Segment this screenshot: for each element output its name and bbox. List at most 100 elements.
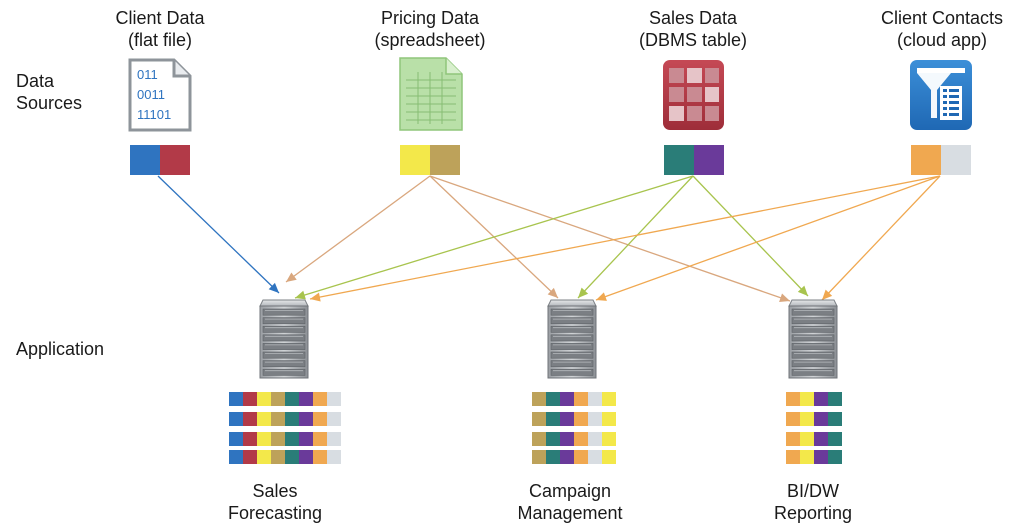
stack-cell bbox=[546, 412, 560, 426]
cloud-app-icon bbox=[910, 60, 972, 130]
source-label-client-data: Client Data (flat file) bbox=[60, 7, 260, 51]
stack-cell bbox=[285, 450, 299, 464]
stack-cell bbox=[588, 412, 602, 426]
stack-cell bbox=[560, 392, 574, 406]
stack-cell bbox=[828, 450, 842, 464]
stack-cell bbox=[257, 432, 271, 446]
swatch-client-contacts bbox=[911, 145, 971, 175]
stack-cell bbox=[271, 450, 285, 464]
data-stack-row bbox=[532, 392, 616, 406]
stack-cell bbox=[574, 450, 588, 464]
flow-arrow-sales-data-to-campaign-management bbox=[577, 175, 694, 299]
server-icon-campaign-management bbox=[547, 299, 597, 379]
stack-cell bbox=[327, 432, 341, 446]
server-icon-sales-forecasting bbox=[259, 299, 309, 379]
application-data-stacks bbox=[229, 392, 842, 464]
flow-arrows bbox=[157, 175, 941, 302]
data-stack-row bbox=[786, 412, 842, 426]
data-stack-row bbox=[786, 392, 842, 406]
stack-cell bbox=[814, 450, 828, 464]
swatch-cell bbox=[430, 145, 460, 175]
data-stack-row bbox=[786, 450, 842, 464]
stack-cell bbox=[243, 450, 257, 464]
source-label-sales-data: Sales Data (DBMS table) bbox=[593, 7, 793, 51]
swatch-cell bbox=[664, 145, 694, 175]
app-label-bi-dw-reporting: BI/DW Reporting bbox=[773, 481, 853, 523]
source-title: Client Data bbox=[115, 8, 205, 28]
stack-cell bbox=[588, 450, 602, 464]
stack-cell bbox=[299, 392, 313, 406]
flat-file-icon: 011 0011 11101 bbox=[128, 58, 192, 132]
stack-cell bbox=[828, 392, 842, 406]
flow-arrow-client-contacts-to-bi-dw-reporting bbox=[821, 175, 941, 301]
server-icon-bi-dw-reporting bbox=[788, 299, 838, 379]
swatch-client-data bbox=[130, 145, 190, 175]
stack-cell bbox=[243, 412, 257, 426]
source-subtitle: (DBMS table) bbox=[638, 30, 748, 50]
stack-cell bbox=[828, 432, 842, 446]
source-color-swatches bbox=[130, 145, 971, 175]
stack-cell bbox=[814, 432, 828, 446]
stack-cell bbox=[271, 432, 285, 446]
stack-cell bbox=[574, 412, 588, 426]
row-label-data-sources-line1: Data bbox=[16, 71, 55, 91]
binary-line-3: 11101 bbox=[137, 107, 171, 122]
source-subtitle: (cloud app) bbox=[896, 30, 988, 50]
stack-cell bbox=[800, 432, 814, 446]
stack-cell bbox=[313, 432, 327, 446]
stack-cell bbox=[786, 392, 800, 406]
binary-line-2: 0011 bbox=[137, 87, 165, 102]
flow-arrow-sales-data-to-sales-forecasting bbox=[294, 175, 694, 300]
database-table-icon bbox=[663, 60, 724, 130]
stack-cell bbox=[532, 450, 546, 464]
stack-cell bbox=[546, 450, 560, 464]
flow-arrow-client-contacts-to-campaign-management bbox=[595, 175, 941, 301]
stack-cell bbox=[574, 432, 588, 446]
app-label-campaign-management: Campaign Management bbox=[517, 481, 623, 523]
stack-cell bbox=[588, 392, 602, 406]
data-stack-row bbox=[786, 432, 842, 446]
stack-cell bbox=[271, 412, 285, 426]
stack-cell bbox=[800, 392, 814, 406]
swatch-cell bbox=[941, 145, 971, 175]
stack-cell bbox=[560, 432, 574, 446]
flow-arrow-client-data-to-sales-forecasting bbox=[157, 175, 280, 294]
source-label-pricing-data: Pricing Data (spreadsheet) bbox=[330, 7, 530, 51]
swatch-cell bbox=[160, 145, 190, 175]
flow-arrow-sales-data-to-bi-dw-reporting bbox=[692, 175, 809, 297]
stack-cell bbox=[257, 412, 271, 426]
stack-cell bbox=[285, 392, 299, 406]
stack-cell bbox=[560, 412, 574, 426]
stack-cell bbox=[602, 392, 616, 406]
flow-arrow-pricing-data-to-bi-dw-reporting bbox=[429, 175, 791, 302]
stack-cell bbox=[229, 432, 243, 446]
stack-cell bbox=[327, 412, 341, 426]
flow-arrow-client-contacts-to-sales-forecasting bbox=[309, 175, 941, 302]
stack-cell bbox=[786, 450, 800, 464]
data-stack-campaign-management bbox=[532, 392, 616, 464]
stack-cell bbox=[560, 450, 574, 464]
data-stack-row bbox=[229, 412, 341, 426]
stack-cell bbox=[229, 412, 243, 426]
swatch-pricing-data bbox=[400, 145, 460, 175]
data-stack-row bbox=[229, 450, 341, 464]
stack-cell bbox=[285, 432, 299, 446]
swatch-sales-data bbox=[664, 145, 724, 175]
data-stack-row bbox=[532, 412, 616, 426]
stack-cell bbox=[257, 450, 271, 464]
stack-cell bbox=[313, 450, 327, 464]
data-stack-bi-dw-reporting bbox=[786, 392, 842, 464]
stack-cell bbox=[229, 392, 243, 406]
stack-cell bbox=[574, 392, 588, 406]
stack-cell bbox=[299, 412, 313, 426]
stack-cell bbox=[313, 412, 327, 426]
source-subtitle: (spreadsheet) bbox=[374, 30, 486, 50]
stack-cell bbox=[546, 432, 560, 446]
swatch-cell bbox=[911, 145, 941, 175]
stack-cell bbox=[532, 392, 546, 406]
stack-cell bbox=[814, 392, 828, 406]
application-servers bbox=[259, 299, 838, 379]
app-label-sales-forecasting: Sales Forecasting bbox=[227, 481, 323, 523]
stack-cell bbox=[786, 432, 800, 446]
